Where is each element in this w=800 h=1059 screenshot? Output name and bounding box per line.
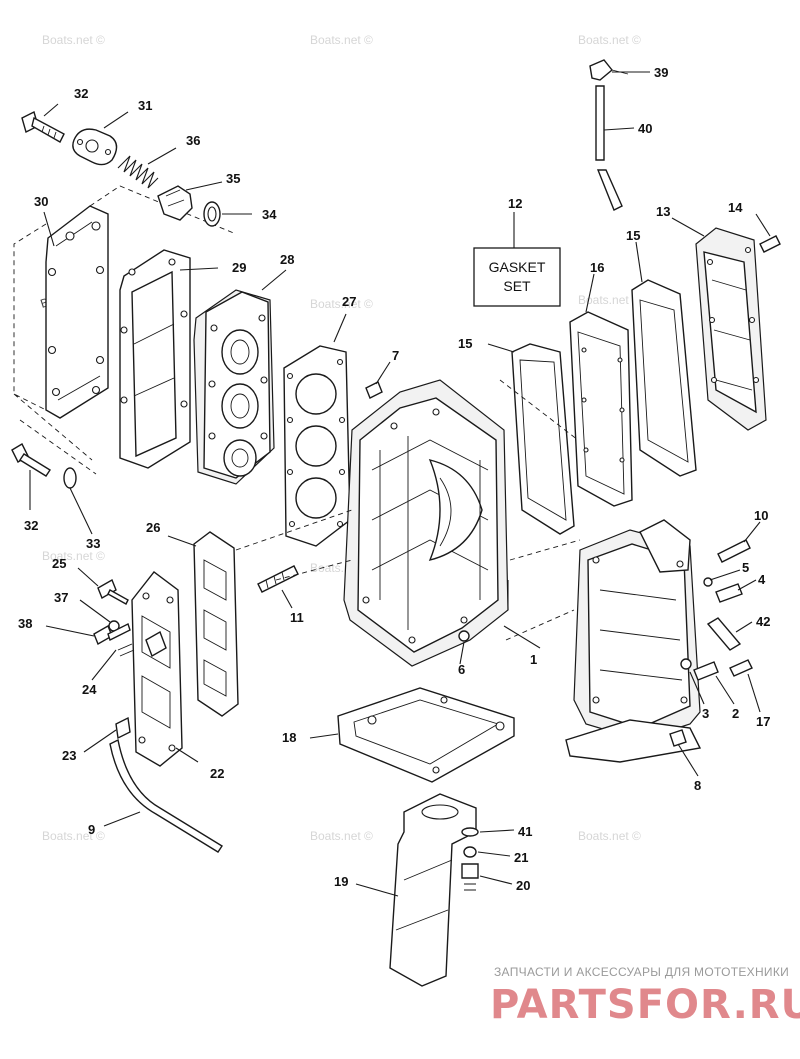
callout-19: 19 [334, 874, 348, 889]
transfer-cover-gasket [511, 343, 575, 535]
callout-30: 30 [34, 194, 48, 209]
exhaust-tube [389, 793, 477, 987]
callout-10: 10 [754, 508, 768, 523]
callout-31: 31 [138, 98, 152, 113]
callout-12: 12 [508, 196, 522, 211]
watermark: Boats.net © [310, 297, 373, 311]
block-dowel [458, 630, 470, 642]
watermark: Boats.net © [578, 293, 641, 307]
top-hose [595, 85, 623, 211]
intake-gasket [193, 531, 239, 717]
thermostat-spring [117, 155, 159, 189]
intake-manifold-plate [131, 571, 183, 767]
gasket-set-label-line2: SET [503, 278, 531, 294]
watermark: Boats.net © [310, 33, 373, 47]
callout-32: 32 [74, 86, 88, 101]
transfer-cover [695, 227, 767, 431]
callout-34: 34 [262, 207, 277, 222]
callout-21: 21 [514, 850, 528, 865]
dowel-pin [365, 381, 383, 399]
callout-23: 23 [62, 748, 76, 763]
callout-20: 20 [516, 878, 530, 893]
stud [257, 565, 299, 593]
callout-27: 27 [342, 294, 356, 309]
callout-35: 35 [226, 171, 240, 186]
callout-25: 25 [52, 556, 66, 571]
callout-4: 4 [758, 572, 766, 587]
callout-29: 29 [232, 260, 246, 275]
callout-9: 9 [88, 822, 95, 837]
cover-screw [759, 235, 781, 253]
callout-11: 11 [290, 610, 304, 625]
callout-15-right: 15 [626, 228, 640, 243]
callout-38: 38 [18, 616, 32, 631]
watermark: Boats.net © [42, 33, 105, 47]
callout-1: 1 [530, 652, 537, 667]
callout-37: 37 [54, 590, 68, 605]
callout-6: 6 [458, 662, 465, 677]
flange-gasket [72, 128, 118, 166]
banner-tagline: ЗАПЧАСТИ И АКСЕССУАРЫ ДЛЯ МОТОТЕХНИКИ [494, 965, 789, 979]
watermark: Boats.net © [578, 829, 641, 843]
callout-7: 7 [392, 348, 399, 363]
thermostat-grommet [203, 201, 221, 227]
callout-26: 26 [146, 520, 160, 535]
base-gasket [337, 687, 515, 783]
watermark: Boats.net © [42, 549, 105, 563]
callout-18: 18 [282, 730, 296, 745]
hose-fitting [115, 716, 131, 740]
callout-22: 22 [210, 766, 224, 781]
callout-28: 28 [280, 252, 294, 267]
callout-40: 40 [638, 121, 652, 136]
callout-numbers: 32 31 36 35 34 30 29 28 27 7 32 33 26 11… [18, 65, 770, 893]
callout-3: 3 [702, 706, 709, 721]
callout-13: 13 [656, 204, 670, 219]
exhaust-cover-gasket [119, 249, 191, 469]
gasket-set-label-line1: GASKET [489, 259, 546, 275]
bolt-top [21, 110, 65, 143]
gasket-set-box: GASKET SET [473, 247, 561, 307]
callout-2: 2 [732, 706, 739, 721]
cylinder-head [193, 289, 275, 485]
callout-24: 24 [82, 682, 97, 697]
watermark: Boats.net © [578, 33, 641, 47]
watermark: Boats.net © [42, 829, 105, 843]
cylinder-head-gasket [283, 345, 351, 547]
callout-16: 16 [590, 260, 604, 275]
top-fitting [589, 59, 629, 81]
callout-42: 42 [756, 614, 770, 629]
callout-36: 36 [186, 133, 200, 148]
fasteners-right [669, 539, 753, 747]
callout-41: 41 [518, 824, 532, 839]
fasteners-left [93, 578, 135, 657]
callout-39: 39 [654, 65, 668, 80]
washer-and-bolt [461, 827, 479, 891]
callout-8: 8 [694, 778, 701, 793]
transfer-cover-inner [569, 311, 633, 507]
callout-15-left: 15 [458, 336, 472, 351]
thermostat [157, 185, 193, 221]
leader-lines [29, 71, 771, 897]
callout-33: 33 [86, 536, 100, 551]
callout-32-lower: 32 [24, 518, 38, 533]
hose [109, 738, 223, 853]
partsfor-banner: ЗАПЧАСТИ И АКСЕССУАРЫ ДЛЯ МОТОТЕХНИКИ PA… [490, 965, 800, 1028]
transfer-cover-gasket-right [631, 279, 697, 477]
callout-17: 17 [756, 714, 770, 729]
crankcase-half [565, 519, 702, 763]
bolt-lower [11, 443, 77, 489]
cylinder-block [343, 379, 509, 667]
callout-5: 5 [742, 560, 749, 575]
callout-14: 14 [728, 200, 743, 215]
watermark: Boats.net © [310, 829, 373, 843]
banner-logo: PARTSFOR.RU [490, 982, 800, 1028]
exhaust-cover-plate [45, 205, 109, 419]
